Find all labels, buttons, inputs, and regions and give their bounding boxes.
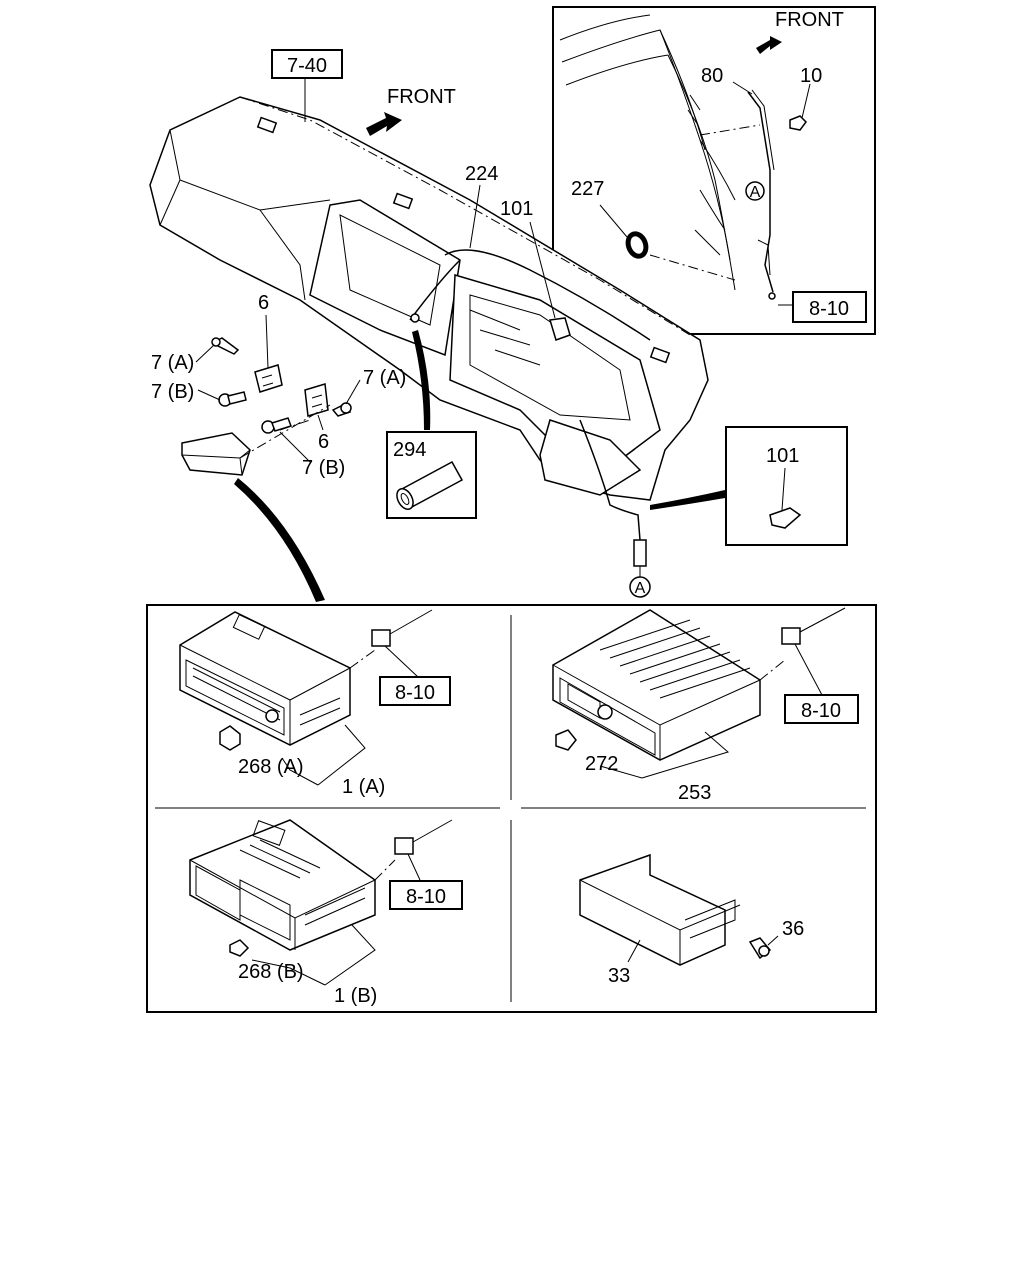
radio-253: 8-10 272 253 <box>552 607 859 804</box>
radio-1b: 8-10 268 (B) 1 (B) <box>189 819 463 1007</box>
ref-8-10-inset: 8-10 <box>809 298 849 320</box>
part-253-label: 253 <box>678 782 711 804</box>
part-268b-label: 268 (B) <box>238 961 304 983</box>
part-7b-upper-label: 7 (B) <box>151 381 194 403</box>
part-36-label: 36 <box>782 918 804 940</box>
part-33-label: 33 <box>608 965 630 987</box>
antenna-inset: A FRONT 80 10 227 8-10 <box>552 6 876 335</box>
part-224-label: 224 <box>465 163 498 185</box>
pocket-33: 36 33 <box>579 853 804 987</box>
instrument-panel-assembly: A FRONT 7-40 224 101 294 101 <box>149 49 848 598</box>
part-294-label: 294 <box>393 439 426 461</box>
radio-1a: 8-10 268 (A) 1 (A) <box>179 609 451 798</box>
part-272-label: 272 <box>585 753 618 775</box>
part-268a-label: 268 (A) <box>238 756 304 778</box>
part-7a-lower-label: 7 (A) <box>363 367 406 389</box>
ref-7-40: 7-40 <box>287 55 327 77</box>
ref-8-10-radio-253: 8-10 <box>801 700 841 722</box>
part-227-label: 227 <box>571 178 604 200</box>
part-6-upper-label: 6 <box>258 292 269 314</box>
part-7a-upper-label: 7 (A) <box>151 352 194 374</box>
part-101-box-label: 101 <box>766 445 799 467</box>
part-1b-label: 1 (B) <box>334 985 377 1007</box>
part-80-label: 80 <box>701 65 723 87</box>
bracket-hardware: 6 7 (A) 7 (B) 7 (A) 6 7 (B) <box>151 292 406 602</box>
part-6-lower-label: 6 <box>318 431 329 453</box>
part-101-label: 101 <box>500 198 533 220</box>
ref-8-10-radio-1b: 8-10 <box>406 886 446 908</box>
marker-a-bottom: A <box>635 580 646 597</box>
marker-a-label: A <box>750 184 761 201</box>
ref-8-10-radio-1a: 8-10 <box>395 682 435 704</box>
front-label-main: FRONT <box>387 86 456 108</box>
part-10-label: 10 <box>800 65 822 87</box>
part-1a-label: 1 (A) <box>342 776 385 798</box>
radio-variants-panel: 8-10 268 (A) 1 (A) 8-10 272 253 <box>146 604 877 1013</box>
front-label-inset: FRONT <box>775 9 844 31</box>
part-7b-lower-label: 7 (B) <box>302 457 345 479</box>
